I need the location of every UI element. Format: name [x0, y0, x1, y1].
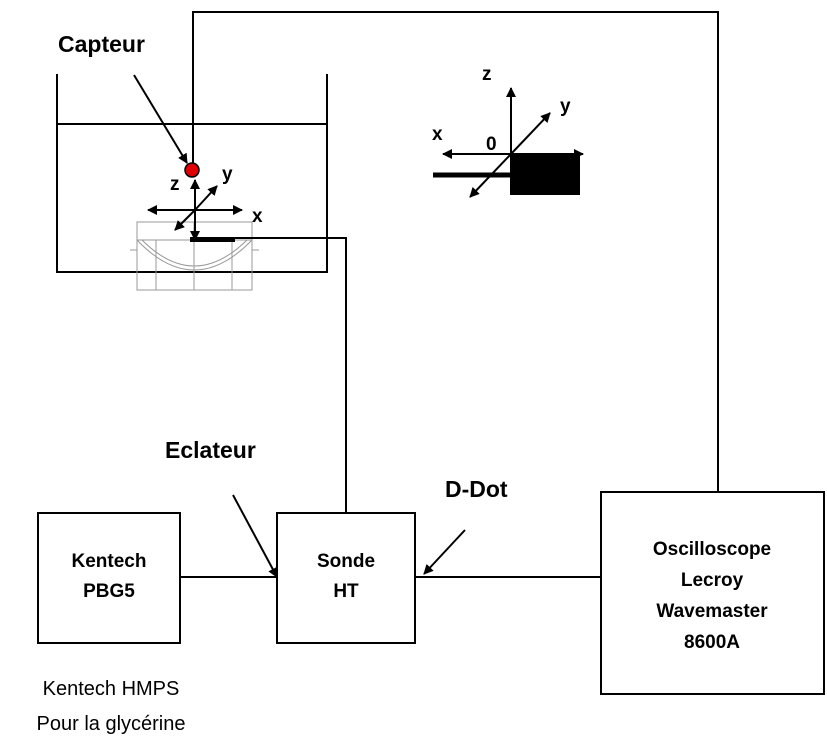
- ddot-label: D-Dot: [445, 476, 508, 502]
- tank-axis-y-label: y: [222, 164, 233, 185]
- tank-axis-x-label: x: [252, 206, 263, 227]
- capteur-label: Capteur: [58, 31, 145, 57]
- tank-axes: [147, 179, 243, 241]
- ref-axis-z-label: z: [482, 64, 492, 85]
- ddot-pointer-arrow: [423, 529, 466, 575]
- sonde-label-line1: Sonde: [317, 551, 375, 572]
- sensor-dot: [184, 162, 200, 178]
- sonde-label-line2: HT: [333, 581, 359, 602]
- footer-line1: Kentech HMPS: [43, 678, 180, 700]
- reference-axes: [433, 87, 584, 198]
- kentech-label-line2: PBG5: [83, 581, 135, 602]
- tank-axis-z-label: z: [170, 174, 180, 195]
- footer-line2: Pour la glycérine: [37, 713, 186, 735]
- electrode: [190, 237, 235, 242]
- sonde-ht-box: [276, 512, 416, 644]
- oscilloscope-box: [600, 491, 825, 695]
- ref-axis-x-label: x: [432, 124, 443, 145]
- oscilloscope-label-line1: Oscilloscope: [653, 539, 771, 560]
- kentech-label-line1: Kentech: [72, 551, 147, 572]
- capteur-pointer-arrow: [133, 74, 188, 164]
- ref-axis-origin-label: 0: [486, 134, 497, 155]
- oscilloscope-label-line3: Wavemaster: [656, 601, 768, 622]
- oscilloscope-label-line4: 8600A: [684, 632, 740, 653]
- ref-axis-y-label: y: [560, 96, 571, 117]
- oscilloscope-label-line2: Lecroy: [681, 570, 744, 591]
- electrode-to-sonde-cable: [235, 237, 347, 513]
- eclateur-pointer-arrow: [232, 494, 278, 578]
- wiring: [180, 11, 719, 578]
- sensor-to-oscilloscope-cable: [192, 11, 719, 492]
- eclateur-label: Eclateur: [165, 437, 256, 463]
- kentech-pbg5-box: [37, 512, 181, 644]
